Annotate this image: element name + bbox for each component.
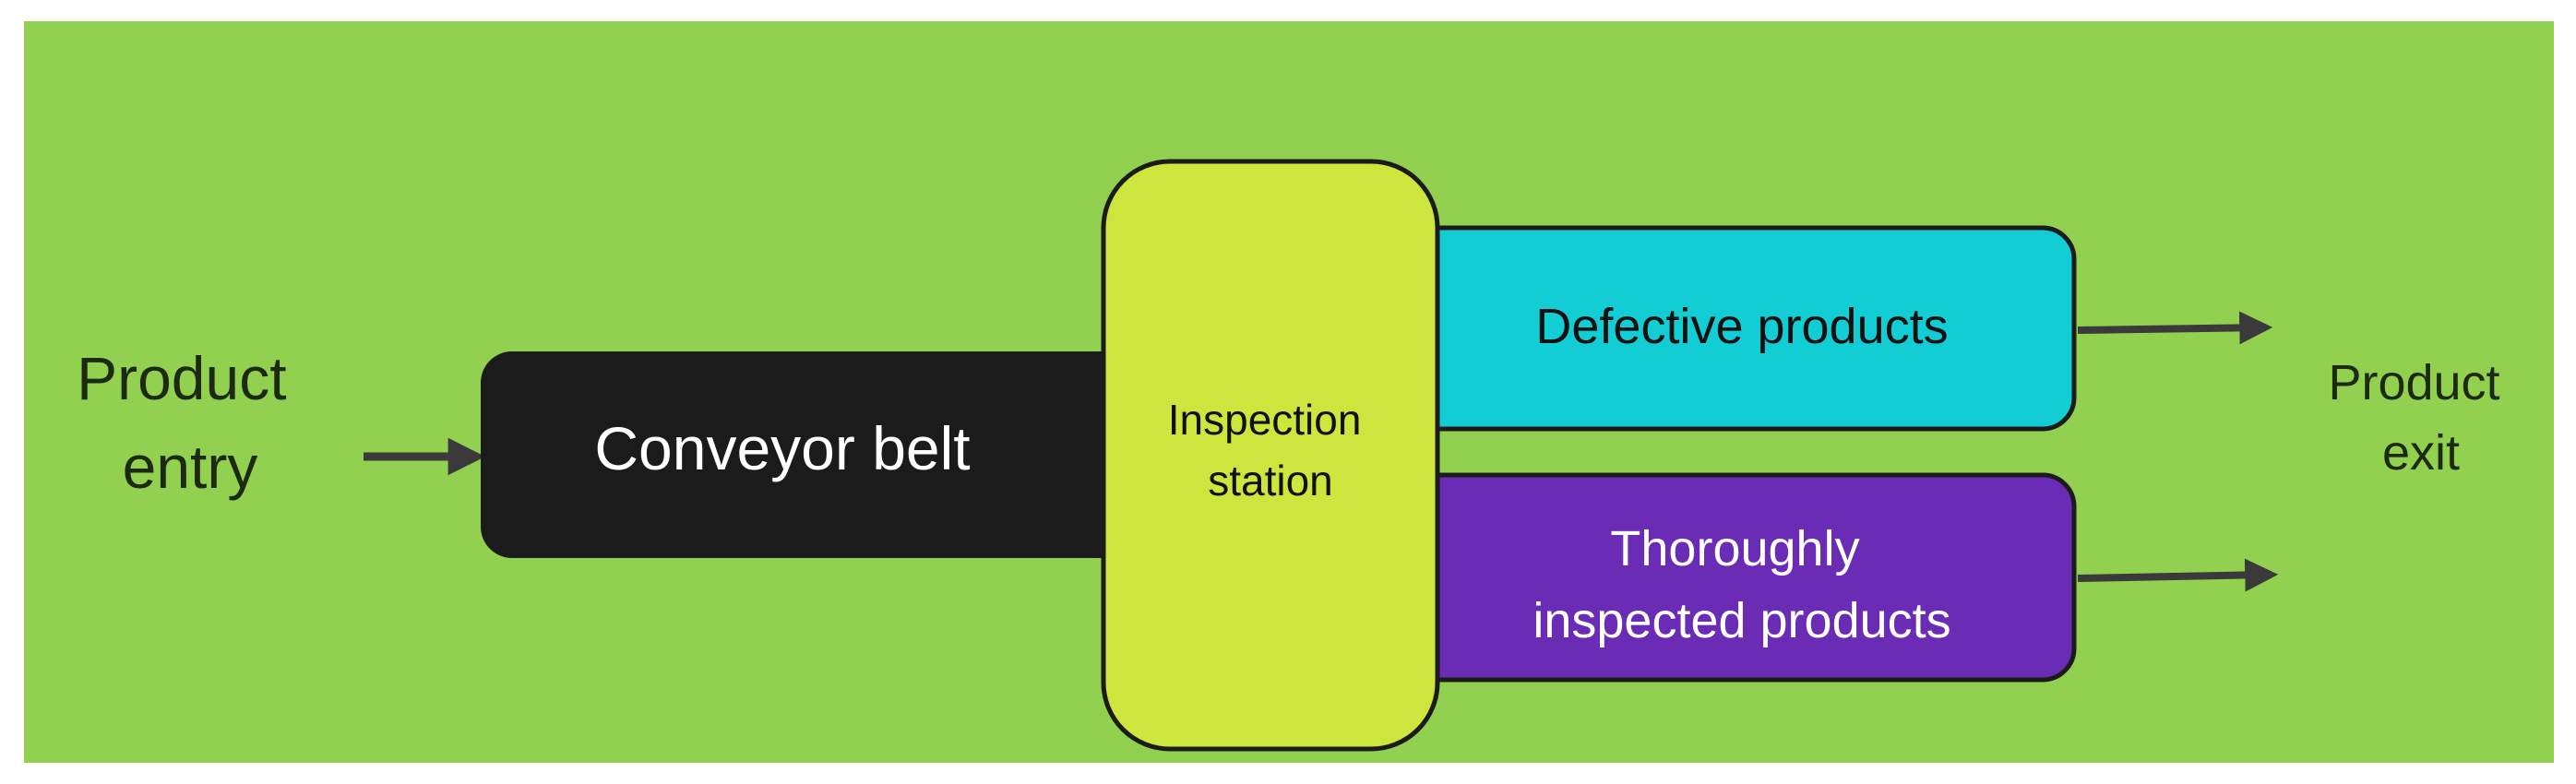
inspected-exit-arrow — [2077, 558, 2279, 592]
conveyor-belt-box — [481, 351, 1173, 558]
diagram-canvas: Product entry Conveyor belt Defective pr… — [24, 21, 2554, 763]
flow-diagram: Product entry Conveyor belt Defective pr… — [24, 21, 2554, 763]
inspected-products-box — [1387, 472, 2077, 683]
defective-exit-arrow — [2077, 311, 2273, 345]
defective-products-box — [1387, 225, 2077, 432]
inspection-station-box — [1101, 159, 1440, 752]
